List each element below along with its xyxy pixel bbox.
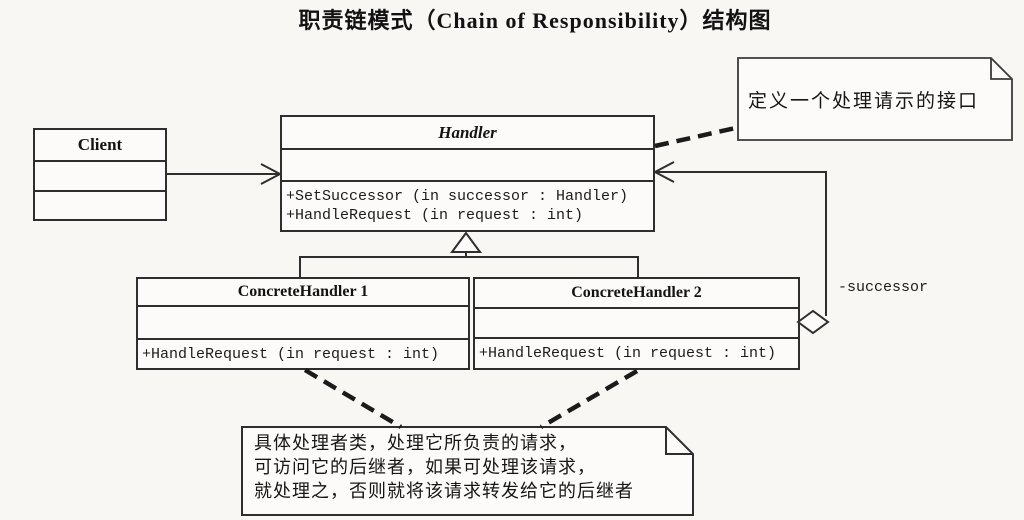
method-handle-request: +HandleRequest (in request : int) [479,345,777,362]
class-box-handler: Handler +SetSuccessor (in successor : Ha… [280,115,655,232]
class-box-concrete-handler-2: ConcreteHandler 2 +HandleRequest (in req… [473,277,800,370]
class-methods-concrete-handler-1: +HandleRequest (in request : int) [138,340,468,368]
association-client-to-handler [167,163,283,185]
class-name-concrete-handler-1: ConcreteHandler 1 [138,279,468,307]
class-attributes-handler-empty [282,150,653,182]
method-handle-request: +HandleRequest (in request : int) [286,207,584,224]
method-set-successor: +SetSuccessor (in successor : Handler) [286,188,629,205]
open-arrowhead [652,161,675,183]
class-name-client: Client [35,130,165,162]
class-box-client: Client [33,128,167,221]
note-link-concrete-2 [539,369,639,429]
class-box-concrete-handler-1: ConcreteHandler 1 +HandleRequest (in req… [136,277,470,370]
note-line-3: 就处理之，否则就将该请求转发给它的后继者 [254,481,634,501]
note-line-1: 具体处理者类，处理它所负责的请求， [254,433,577,453]
class-name-concrete-handler-2: ConcreteHandler 2 [475,279,798,309]
note-line-2: 可访问它的后继者，如果可处理该请求， [254,457,596,477]
class-name-handler: Handler [282,117,653,150]
note-link-concrete-1 [303,368,403,429]
note-link-handler [654,124,741,149]
note-text-handler: 定义一个处理请示的接口 [748,90,980,112]
generalization-triangle [450,231,482,253]
class-methods-concrete-handler-2: +HandleRequest (in request : int) [475,339,798,368]
note-fold-corner [665,427,693,455]
class-attributes-concrete-handler-2-empty [475,309,798,339]
successor-role-label: -successor [838,279,929,296]
diagram-title: 职责链模式（Chain of Responsibility）结构图 [298,8,772,33]
note-text-concrete: 具体处理者类，处理它所负责的请求， 可访问它的后继者，如果可处理该请求， 就处理… [254,431,634,503]
class-attributes-concrete-handler-1-empty [138,307,468,340]
generalization-links [299,231,639,277]
class-attributes-client-empty [35,162,165,192]
class-methods-handler: +SetSuccessor (in successor : Handler) +… [282,182,653,230]
class-methods-client-empty [35,192,165,219]
method-handle-request: +HandleRequest (in request : int) [142,345,440,363]
open-arrowhead [260,163,283,185]
aggregation-diamond [796,309,830,335]
